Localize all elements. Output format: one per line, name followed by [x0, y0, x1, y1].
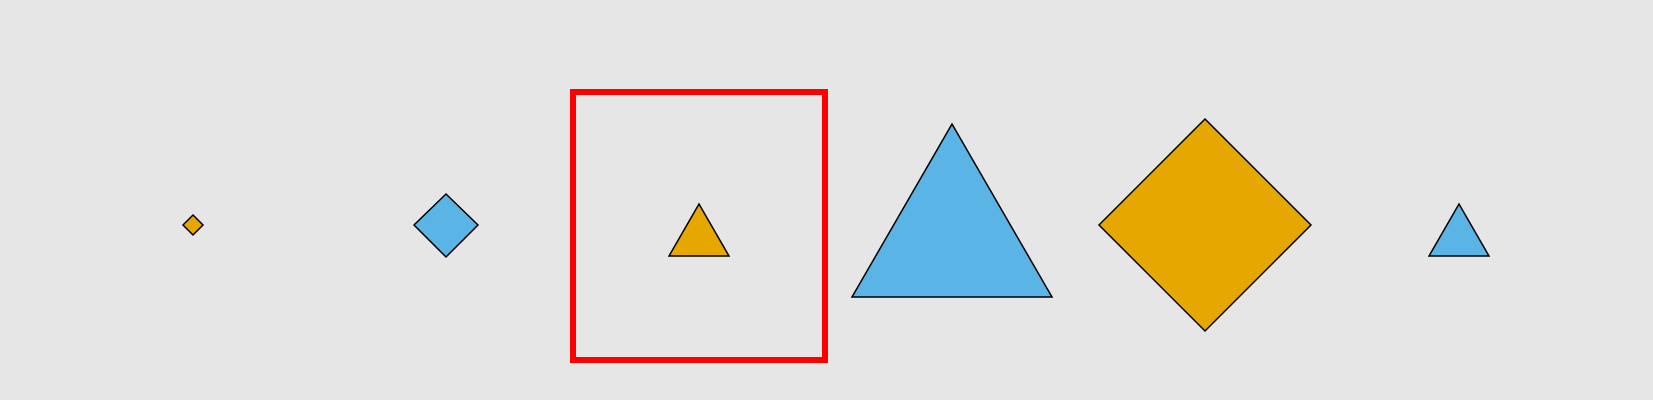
- orange-triangle-small-shape: [667, 202, 731, 257]
- blue-triangle-large-shape: [850, 122, 1054, 298]
- blue-diamond-small-shape: [412, 192, 480, 259]
- selection-highlight-box: [570, 89, 828, 363]
- shape-layer: [181, 117, 1491, 333]
- orange-diamond-large-shape: [1097, 117, 1313, 333]
- orange-diamond-tiny-shape: [181, 213, 205, 237]
- blue-triangle-small-shape: [1427, 202, 1491, 257]
